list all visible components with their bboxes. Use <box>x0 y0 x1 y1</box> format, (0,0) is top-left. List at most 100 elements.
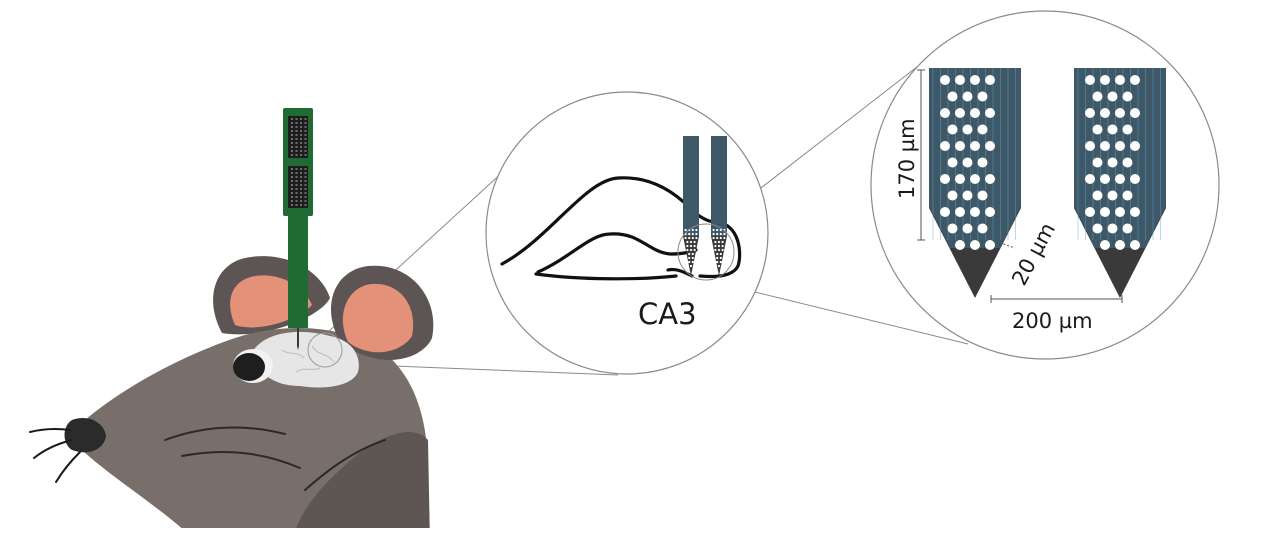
electrode-site <box>977 124 988 135</box>
electrode-site <box>1100 108 1110 118</box>
electrode-site <box>1122 124 1133 135</box>
electrode-site <box>1130 75 1140 85</box>
mouse-whiskers <box>29 427 81 483</box>
shank-length-label: 170 µm <box>895 118 919 199</box>
electrode-site <box>947 124 958 135</box>
electrode-site <box>1115 75 1125 85</box>
electrode-site <box>970 141 980 151</box>
electrode-site <box>1100 174 1110 184</box>
electrode-site <box>1130 174 1140 184</box>
electrode-site <box>1115 108 1125 118</box>
magnify-circle-medium <box>677 223 735 281</box>
electrode-site <box>1107 91 1118 102</box>
mouse-face-lines <box>164 426 386 491</box>
electrode-site <box>962 190 973 201</box>
electrode-site <box>985 75 995 85</box>
electrode-site <box>1092 124 1103 135</box>
electrode-site <box>962 223 973 234</box>
electrode-site <box>955 141 965 151</box>
region-label: CA3 <box>638 297 697 331</box>
electrode-site <box>1085 141 1095 151</box>
electrode-site <box>1115 207 1125 217</box>
electrode-site <box>977 190 988 201</box>
electrode-site <box>955 207 965 217</box>
electrode-site <box>970 174 980 184</box>
skull-window <box>251 331 359 388</box>
electrode-site <box>962 91 973 102</box>
electrode-site <box>955 75 965 85</box>
electrode-site <box>1107 223 1118 234</box>
electrode-site <box>1092 91 1103 102</box>
electrode-site <box>940 174 950 184</box>
electrode-site <box>1092 157 1103 168</box>
electrode-site <box>947 223 958 234</box>
electrode-site <box>1107 124 1118 135</box>
electrode-site <box>1115 174 1125 184</box>
pcb-stem <box>288 214 308 328</box>
electrode-site <box>1085 75 1095 85</box>
zoom-line-probe-bottom <box>717 282 969 345</box>
electrode-site <box>1092 223 1103 234</box>
electrode-site <box>955 108 965 118</box>
hippocampus-base-contour <box>534 272 678 281</box>
electrode-site <box>1107 157 1118 168</box>
electrode-site <box>947 91 958 102</box>
electrode-site <box>1100 141 1110 151</box>
electrode-site <box>1085 174 1095 184</box>
electrode-site <box>1100 75 1110 85</box>
electrode-site <box>1115 141 1125 151</box>
magnify-circle-small <box>307 332 343 368</box>
electrode-site <box>947 190 958 201</box>
electrode-site <box>947 157 958 168</box>
electrode-site <box>940 108 950 118</box>
electrode-site <box>1122 157 1133 168</box>
probe-shank-small <box>297 328 299 350</box>
electrode-site <box>1130 141 1140 151</box>
electrode-site <box>1115 240 1125 250</box>
connector-pins <box>291 118 307 206</box>
electrode-site <box>1122 190 1133 201</box>
electrode-site <box>1092 190 1103 201</box>
electrode-site <box>970 207 980 217</box>
electrode-site <box>985 141 995 151</box>
electrode-site <box>977 157 988 168</box>
electrode-site <box>955 240 965 250</box>
electrode-site <box>970 240 980 250</box>
electrode-site <box>985 240 995 250</box>
skull-window-texture <box>281 345 335 373</box>
electrode-site <box>1107 190 1118 201</box>
hippocampus-inner-contour <box>536 232 698 274</box>
electrode-site <box>977 91 988 102</box>
electrode-site <box>1130 108 1140 118</box>
hippocampus-zoom: CA3 <box>485 91 769 375</box>
electrode-site <box>1122 91 1133 102</box>
probe-shanks-medium <box>683 136 727 276</box>
probe-shank-right <box>1074 68 1166 298</box>
electrode-site <box>962 157 973 168</box>
dimension-shank-spacing <box>990 295 1123 303</box>
electrode-site <box>985 108 995 118</box>
mouse-nose <box>64 417 106 453</box>
electrode-site <box>940 141 950 151</box>
electrode-site <box>962 124 973 135</box>
electrode-site <box>1100 207 1110 217</box>
zoom-circle-large <box>870 10 1220 360</box>
electrode-site <box>940 207 950 217</box>
electrode-site <box>985 207 995 217</box>
dimension-shank-length <box>917 69 925 241</box>
mouse-ear-right-inner <box>342 283 414 353</box>
electrode-site <box>1085 207 1095 217</box>
mouse-neck-shade <box>296 431 430 528</box>
dimension-electrode-pitch <box>991 239 1016 249</box>
probe-shank-left <box>929 68 1021 298</box>
electrode-site <box>940 75 950 85</box>
electrode-site <box>1085 108 1095 118</box>
electrode-site <box>985 174 995 184</box>
shank-spacing-label: 200 µm <box>1012 309 1093 333</box>
electrode-site <box>955 174 965 184</box>
electrode-site <box>1100 240 1110 250</box>
electrode-site <box>977 223 988 234</box>
electrode-site <box>1130 207 1140 217</box>
